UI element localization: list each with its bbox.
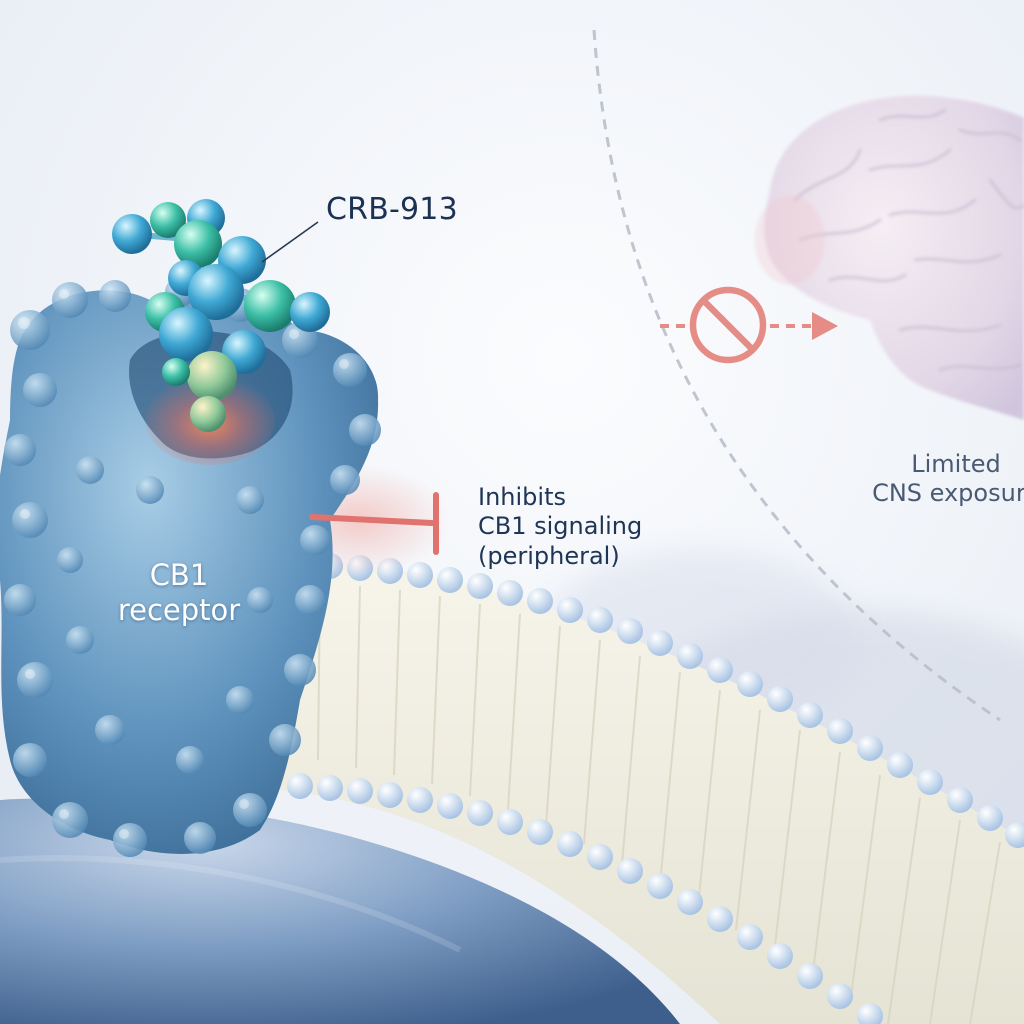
receptor-label: CB1 receptor — [104, 558, 254, 629]
receptor-label-line-1: CB1 — [149, 558, 209, 592]
membrane-inner-heads — [287, 773, 883, 1024]
ligand-label: CRB-913 — [326, 192, 458, 227]
no-entry-icon — [689, 286, 767, 364]
brain-icon — [755, 95, 1024, 420]
cns-label-line-2: CNS exposure — [872, 479, 1024, 508]
inhibition-symbol — [309, 492, 439, 555]
cell-body — [0, 798, 680, 1024]
effect-label-line-1: Inhibits — [478, 483, 566, 511]
effect-label: Inhibits CB1 signaling (peripheral) — [478, 483, 642, 571]
receptor-label-line-2: receptor — [117, 593, 241, 628]
cns-label-line-1: Limited — [911, 450, 1001, 478]
effect-label-line-3: (peripheral) — [478, 541, 620, 570]
crb-913-molecule — [112, 199, 330, 432]
dashed-arrow-icon — [770, 312, 838, 340]
effect-label-line-2: CB1 signaling — [478, 512, 643, 541]
cns-label: Limited CNS exposure — [836, 450, 1024, 509]
ligand-leader-line — [261, 221, 319, 263]
